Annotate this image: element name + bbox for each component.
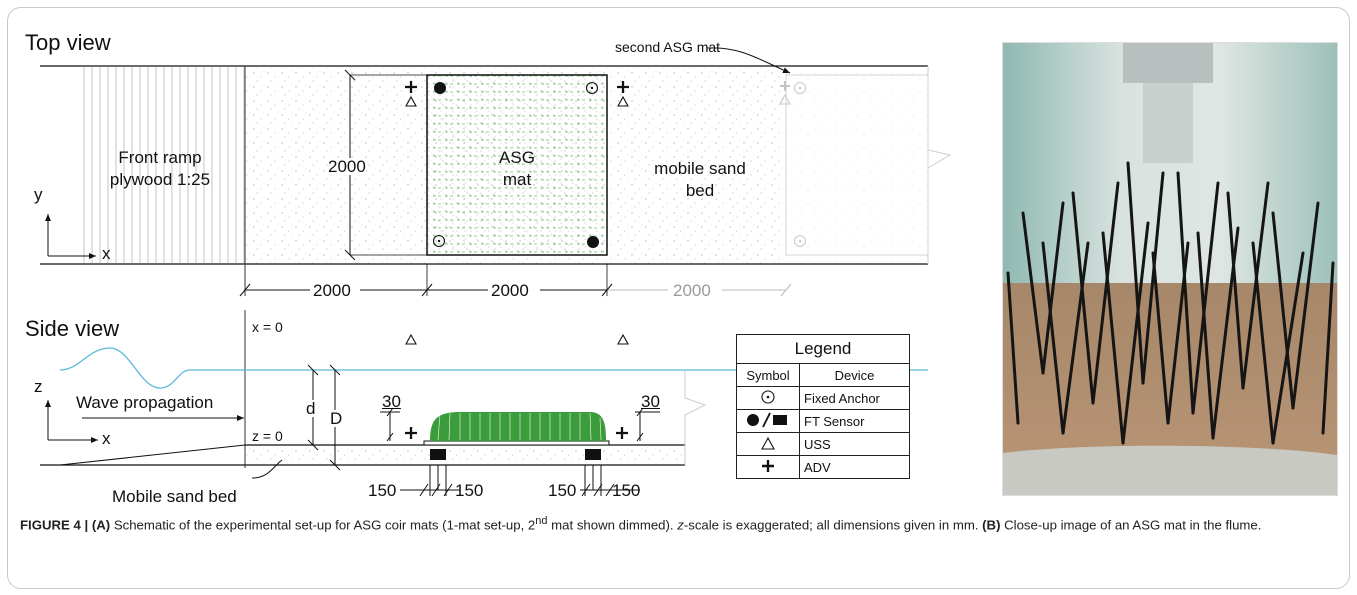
caption-text-a2: mat shown dimmed).	[547, 517, 678, 533]
z0-label: z = 0	[252, 428, 283, 444]
sensor-spacing	[400, 465, 640, 497]
mobile-sand-bed-label: Mobile sand bed	[112, 487, 237, 506]
sand-leader	[251, 459, 283, 479]
caption-text-b: Close-up image of an ASG mat in the flum…	[1000, 517, 1262, 533]
legend-device-label: FT Sensor	[799, 409, 910, 433]
axis-z-label: z	[34, 377, 43, 396]
axis-x-label: x	[102, 244, 111, 263]
legend-row: Fixed Anchor	[736, 386, 910, 410]
ft-sensor-icon	[430, 449, 446, 460]
gap-markers	[380, 407, 660, 442]
legend-device-label: ADV	[799, 455, 910, 479]
legend-header-symbol: Symbol	[736, 363, 800, 387]
dim-label-3: 2000	[673, 281, 711, 300]
uss-icon	[617, 95, 629, 107]
uss-icon	[761, 436, 775, 450]
legend-device-label: USS	[799, 432, 910, 456]
ft-sensor-icon	[587, 236, 599, 248]
length-dimensions	[239, 264, 792, 297]
ft-sensor-icon	[747, 412, 787, 427]
legend-device-label: Fixed Anchor	[799, 386, 910, 410]
ft-sensor-icon	[585, 449, 601, 460]
gap-left-label: 30	[382, 392, 401, 411]
fixed-anchor-icon	[585, 81, 599, 95]
caption-a: (A)	[91, 517, 111, 533]
x0-label: x = 0	[252, 319, 283, 335]
mat-label: ASG mat	[499, 148, 535, 189]
spacing-right-b: 150	[612, 481, 641, 500]
spacing-right-a: 150	[548, 481, 577, 500]
d-label: d	[306, 399, 316, 418]
adv-icon	[617, 81, 629, 93]
figure-caption: FIGURE 4 | (A) Schematic of the experime…	[20, 512, 1320, 534]
ft-sensor-icon	[434, 82, 446, 94]
legend-row: USS	[736, 432, 910, 456]
ramp-label: Front ramp plywood 1:25	[109, 148, 211, 189]
adv-icon	[762, 459, 774, 472]
schematic-drawing	[40, 47, 952, 497]
adv-icon	[405, 81, 417, 93]
D-label: D	[330, 409, 343, 428]
spacing-left-a: 150	[368, 481, 397, 500]
caption-sup: nd	[535, 515, 548, 527]
adv-icon	[616, 427, 628, 439]
fixed-anchor-icon	[432, 234, 446, 248]
caption-label: FIGURE 4 |	[20, 517, 92, 533]
legend-row: FT Sensor	[736, 409, 910, 433]
caption-z: z	[677, 517, 684, 533]
axis-y-label: y	[34, 185, 43, 204]
uss-icon	[405, 333, 417, 345]
legend-table: Legend Symbol Device Fixed Anchor FT Sen…	[736, 334, 910, 479]
flume-photo-illustration	[1003, 43, 1337, 495]
asg-mat-top	[426, 74, 608, 256]
legend-row: ADV	[736, 455, 910, 479]
caption-text-a3: -scale is exaggerated; all dimensions gi…	[683, 517, 983, 533]
asg-mat-side	[423, 412, 610, 460]
axis-x-side-label: x	[102, 429, 111, 448]
wave-propagation-label: Wave propagation	[76, 393, 214, 412]
gap-right-label: 30	[641, 392, 660, 411]
sand-bed-label: mobile sand bed	[654, 159, 746, 200]
uss-icon	[617, 333, 629, 345]
xy-axes	[45, 214, 96, 259]
asg-mat-photo	[1002, 42, 1338, 496]
second-mat-label: second ASG mat	[615, 39, 721, 55]
spacing-left-b: 150	[455, 481, 484, 500]
legend-title: Legend	[736, 334, 910, 364]
side-view-title: Side view	[25, 316, 120, 341]
zx-axes	[45, 400, 98, 443]
caption-text-a: Schematic of the experimental set-up for…	[110, 517, 536, 533]
dim-label-2: 2000	[491, 281, 529, 300]
legend-header-device: Device	[799, 363, 910, 387]
caption-b: (B)	[982, 517, 1001, 533]
width-dim-label: 2000	[328, 157, 366, 176]
top-view-title: Top view	[25, 30, 111, 55]
figure-frame	[7, 7, 1350, 589]
second-mat-dimmed	[706, 47, 929, 256]
adv-icon	[405, 427, 417, 439]
uss-icon	[405, 95, 417, 107]
dim-label-1: 2000	[313, 281, 351, 300]
fixed-anchor-icon	[761, 389, 775, 404]
